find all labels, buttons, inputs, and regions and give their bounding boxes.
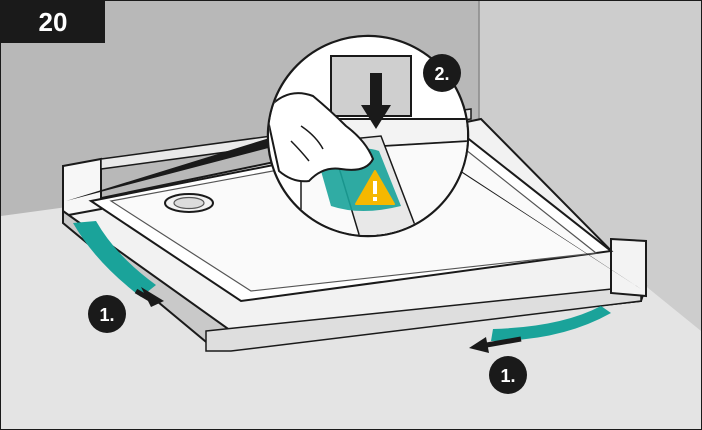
svg-text:1.: 1.	[500, 366, 515, 386]
callout-press: 2.	[423, 54, 461, 92]
step-number-badge: 20	[1, 1, 105, 43]
callout-left-pull: 1.	[88, 295, 126, 333]
svg-text:1.: 1.	[99, 305, 114, 325]
callout-bottom-pull: 1.	[489, 356, 527, 394]
svg-text:2.: 2.	[434, 64, 449, 84]
